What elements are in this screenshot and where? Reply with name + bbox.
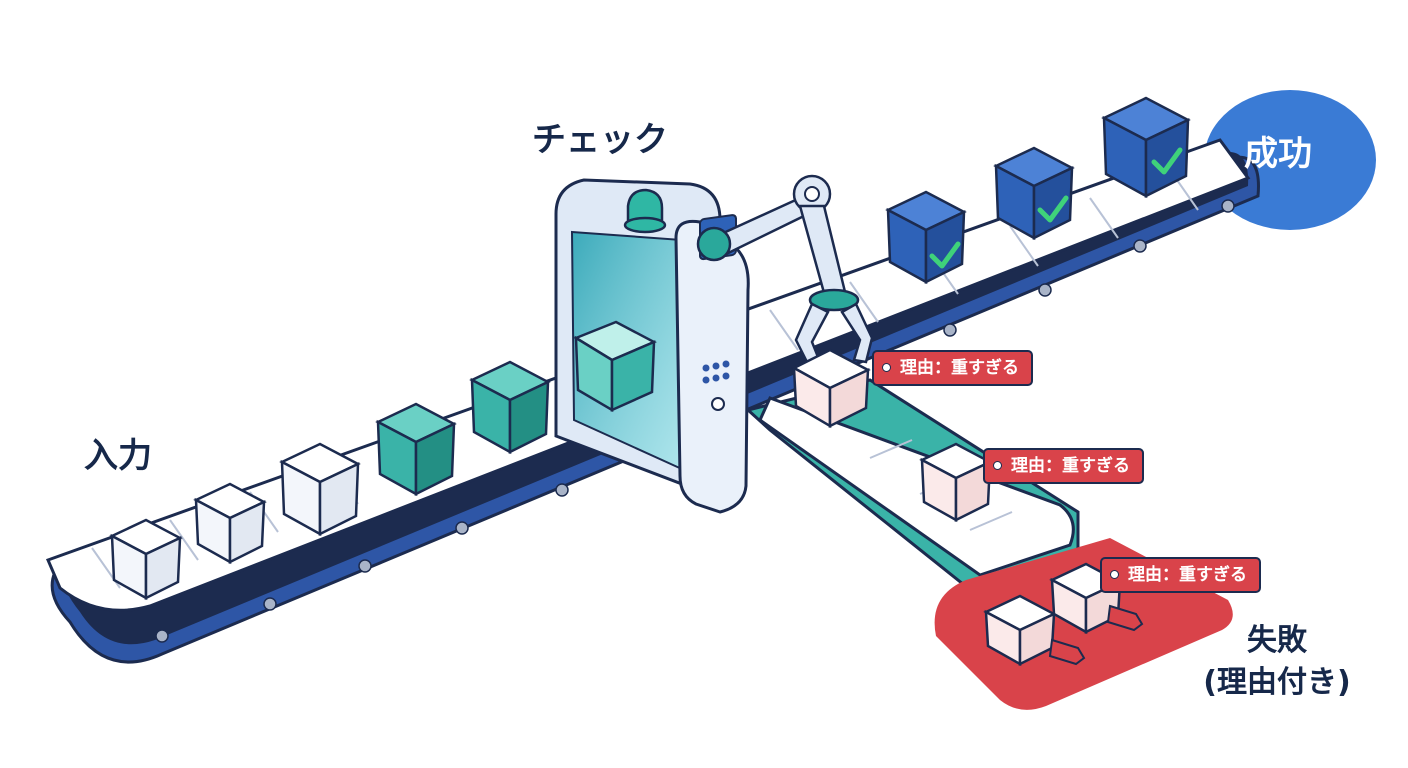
input-label: 入力: [84, 436, 152, 476]
fail-label-line2: (理由付き): [1203, 665, 1351, 700]
cube-input-1: [109, 518, 183, 601]
success-label: 成功: [1244, 134, 1312, 174]
cube-rejected-pile-1: [983, 594, 1086, 667]
robot-arm: [696, 174, 874, 366]
reject-conveyor: [744, 378, 1080, 595]
cube-passed-3: [1101, 96, 1191, 199]
cube-queued-2: [469, 360, 551, 455]
cube-queued-1: [375, 402, 457, 497]
cube-scanning: [573, 320, 657, 413]
fail-label-line1: 失敗: [1247, 623, 1307, 658]
cube-rejected-belt: [919, 442, 993, 523]
cube-input-2: [193, 482, 267, 565]
cube-input-3: [279, 442, 361, 537]
reason-tag: 理由：重すぎる: [872, 350, 1033, 386]
queued-cubes: [375, 360, 551, 497]
input-cubes: [109, 442, 361, 601]
passed-cubes: [885, 96, 1191, 285]
reason-tag: 理由：重すぎる: [983, 448, 1144, 484]
reason-tag: 理由：重すぎる: [1100, 557, 1261, 593]
fail-label: 失敗 (理由付き): [1192, 620, 1362, 704]
cube-passed-2: [993, 146, 1075, 241]
check-label: チェック: [532, 120, 668, 160]
cube-rejected-grip: [791, 348, 871, 429]
cube-passed-1: [885, 190, 967, 285]
